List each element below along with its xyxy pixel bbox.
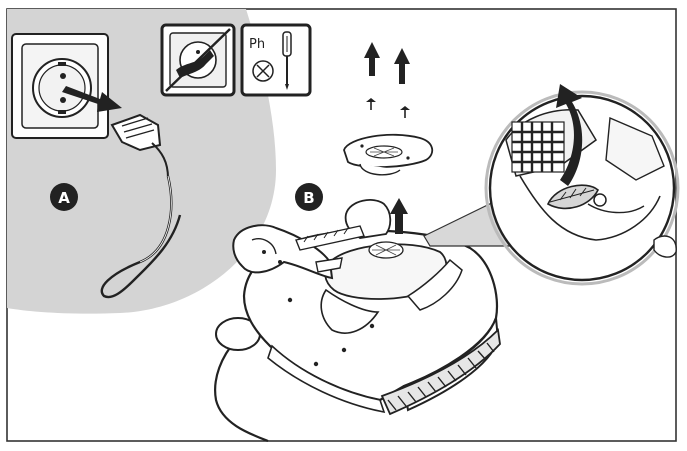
- filter-cover-part: [343, 133, 434, 176]
- robot-edge-detail: [653, 235, 677, 258]
- power-plug-icon: [110, 113, 169, 179]
- step-label-a: A: [58, 189, 70, 207]
- rotate-arrow-icon: [556, 84, 583, 186]
- step-badge-a: A: [50, 183, 78, 211]
- wall-socket-icon: [11, 33, 109, 139]
- robot-cable: [214, 339, 269, 443]
- filter-grid: [511, 121, 565, 173]
- phillips-screwdriver-icon: Ph: [240, 23, 312, 97]
- unplug-arrow-icon: [62, 86, 122, 112]
- screw-icon: [400, 106, 410, 118]
- screw-icon: [366, 98, 376, 110]
- step-badge-b: B: [295, 183, 323, 211]
- lift-arrow-icon: [394, 48, 410, 84]
- no-power-icon: [160, 23, 236, 97]
- pool-robot: [215, 198, 501, 416]
- lift-arrow-icon: [364, 42, 380, 76]
- step-label-b: B: [303, 189, 314, 207]
- lift-arrow-icon: [390, 198, 408, 234]
- detail-zoom-circle: [484, 84, 680, 286]
- tool-label: Ph: [249, 37, 265, 52]
- latch-leaf-icon: [546, 184, 607, 210]
